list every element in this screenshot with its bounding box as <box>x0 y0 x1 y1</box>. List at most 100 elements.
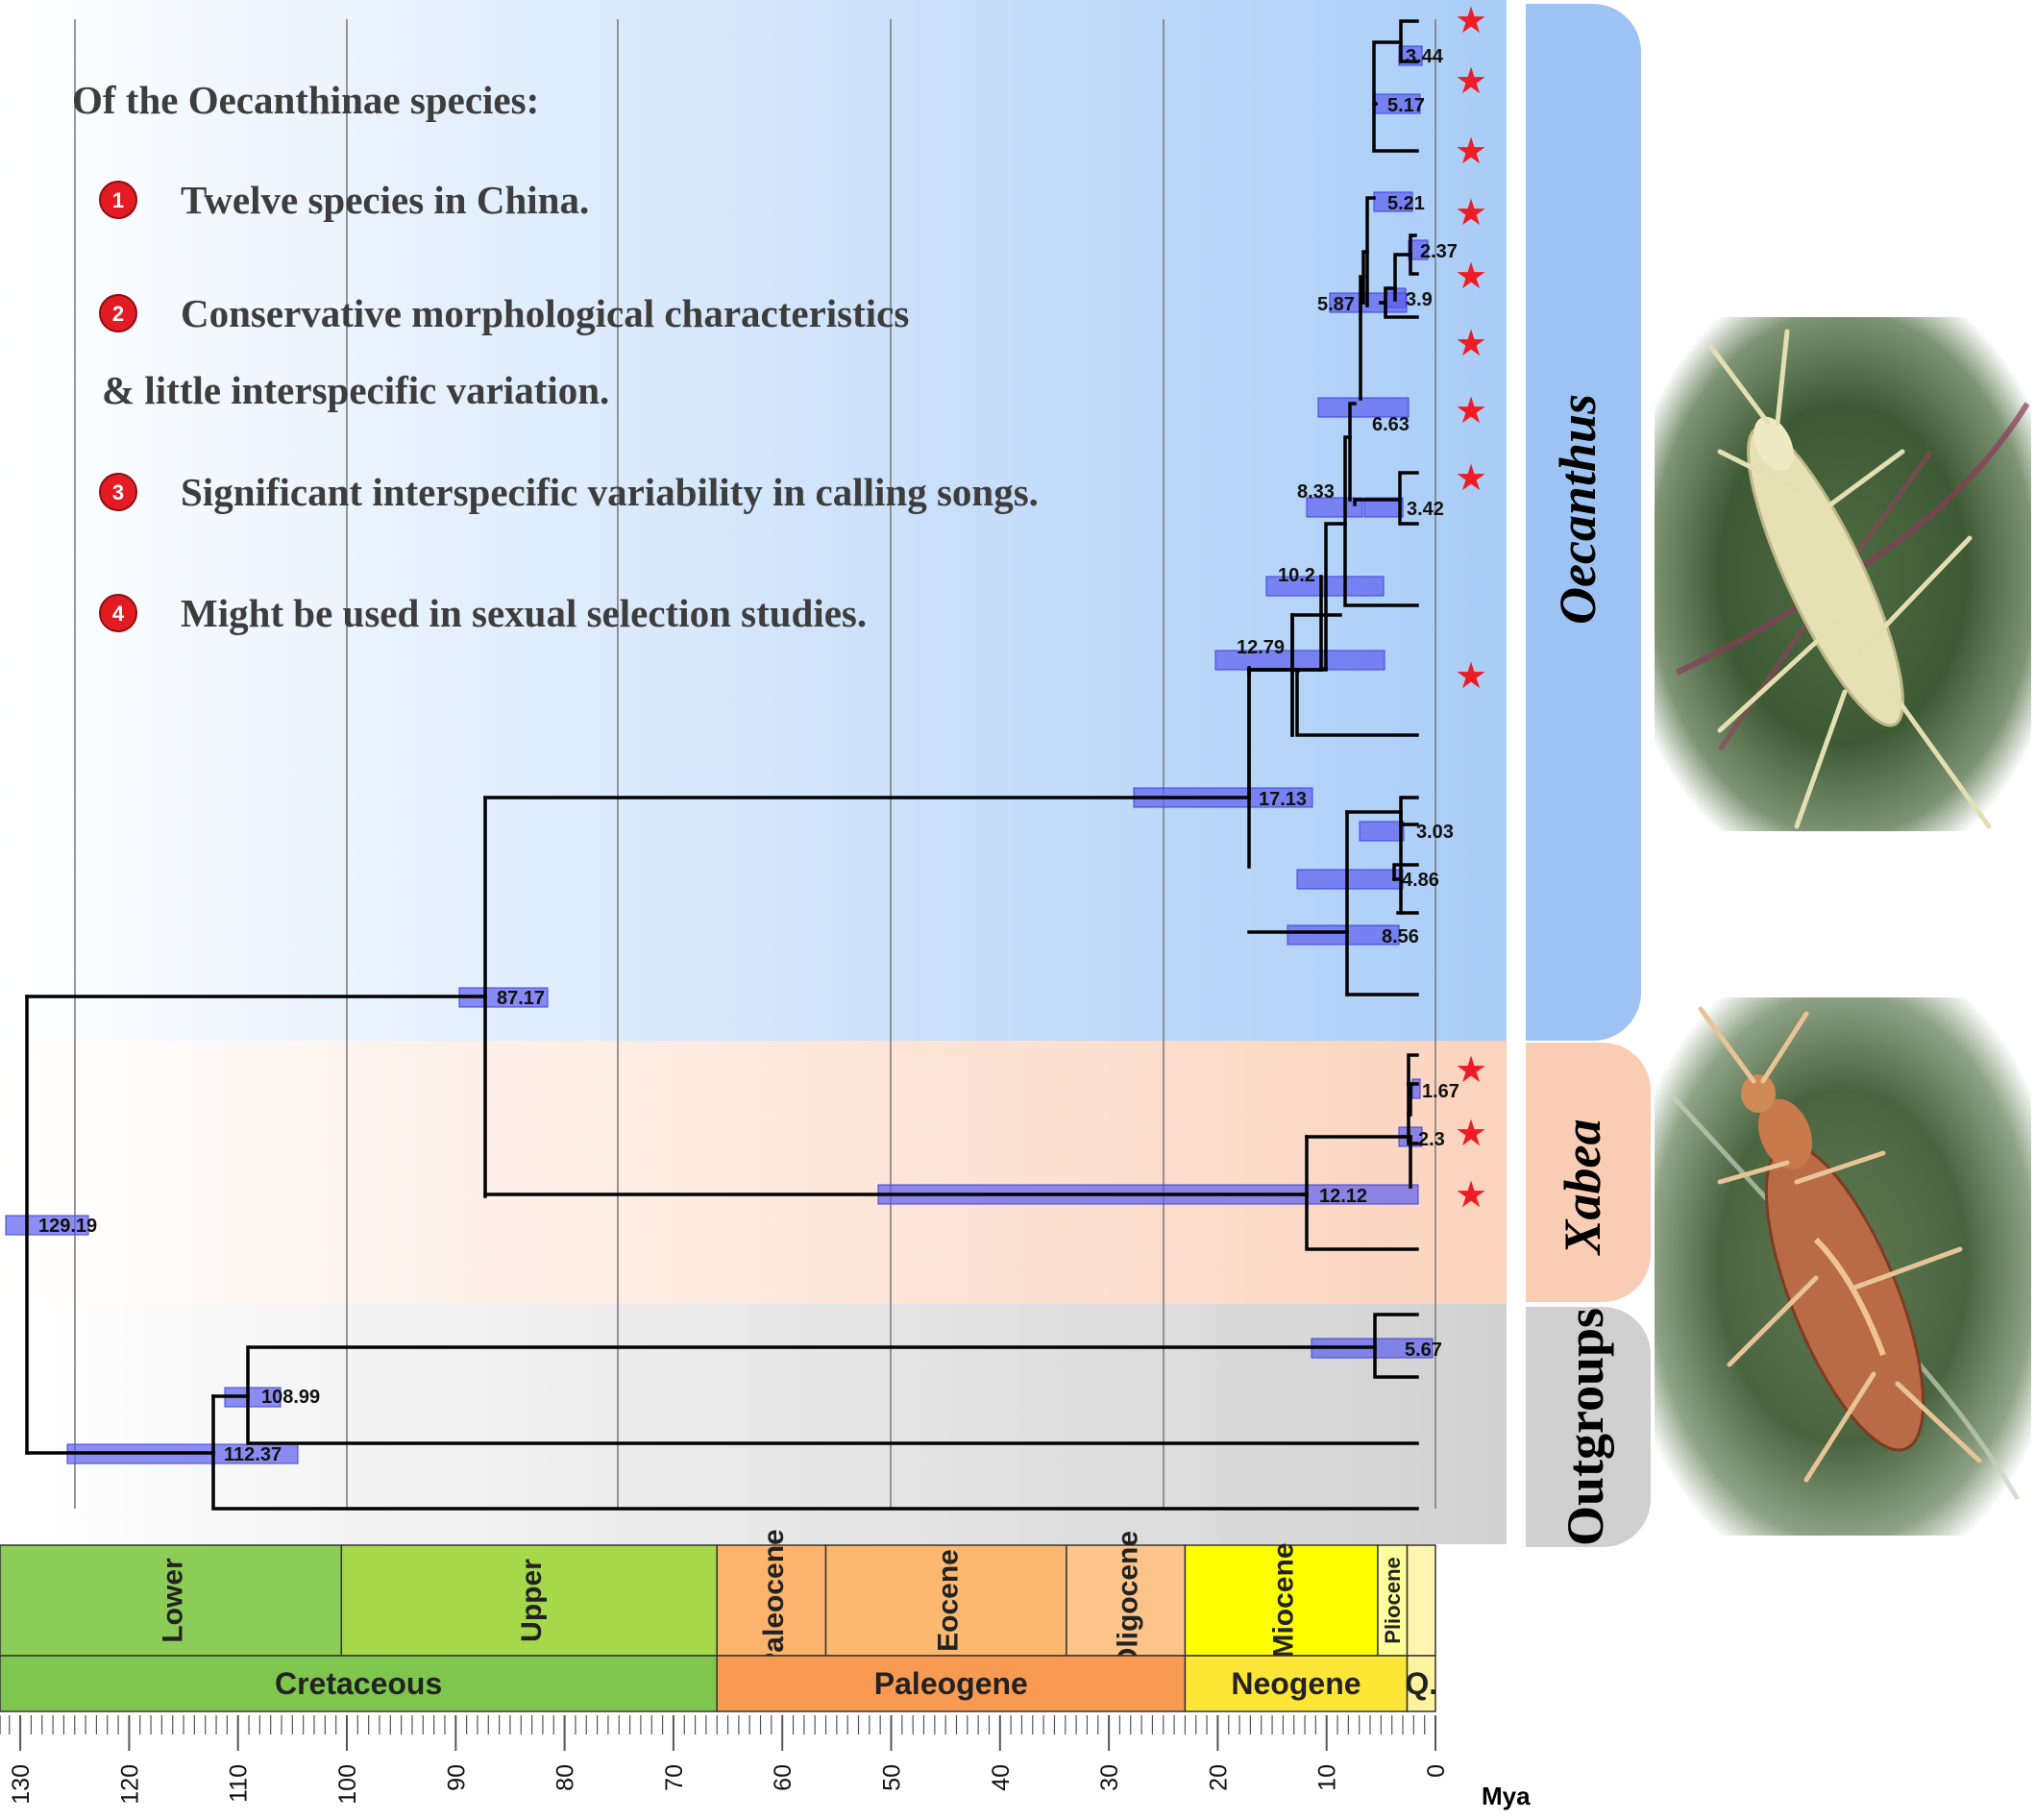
oecanthus-clade-bar <box>1526 4 1641 1041</box>
epoch-label-6: Pliocene <box>1381 1557 1405 1643</box>
period-label-3: Q. <box>1405 1666 1437 1701</box>
epoch-label-1: Upper <box>516 1559 548 1642</box>
node-age-3: 5.21 <box>1387 193 1425 214</box>
item-3-number: 3 <box>112 480 124 504</box>
node-age-12: 17.13 <box>1259 789 1307 810</box>
epoch-label-5: Miocene <box>1268 1542 1300 1658</box>
node-age-1: 3.44 <box>1406 46 1444 67</box>
period-label-2: Neogene <box>1231 1666 1361 1701</box>
node-age-15: 8.56 <box>1382 926 1419 947</box>
time-gridlines <box>74 19 1436 1509</box>
xabea-label: Xabea <box>1554 1119 1611 1257</box>
oecanthus-background <box>0 0 1507 1041</box>
star-icon: ★ <box>1455 132 1487 172</box>
node-age-7: 6.63 <box>1372 414 1410 435</box>
item-2-number: 2 <box>112 302 124 326</box>
xabea-photo <box>1655 997 2031 1536</box>
star-icon: ★ <box>1455 193 1487 234</box>
info-item-1: 1 Twelve species in China. <box>99 178 589 222</box>
epoch-cell <box>824 1544 1067 1657</box>
star-icon: ★ <box>1455 61 1487 102</box>
info-panel: Of the Oecanthinae species: 1 Twelve spe… <box>72 78 1039 635</box>
axis-tick-label-10: 100 <box>334 1764 361 1805</box>
node-age-4: 2.37 <box>1420 241 1458 262</box>
axis-tick-label-2: 20 <box>1205 1764 1232 1791</box>
info-item-2: 2 Conservative morphological characteris… <box>99 291 909 412</box>
period-cell <box>716 1655 1187 1712</box>
node-age-20: 129.19 <box>38 1216 97 1237</box>
period-cell <box>1184 1655 1409 1712</box>
axis-tick-label-8: 80 <box>552 1764 579 1791</box>
star-icon: ★ <box>1455 656 1487 697</box>
node-age-19: 12.12 <box>1319 1186 1367 1207</box>
node-age-6: 5.87 <box>1317 294 1355 315</box>
axis-unit-label: Mya <box>1482 1782 1531 1810</box>
geologic-timescale: Lower Upper Paleocene Eocene Oligocene Miocen… <box>0 1529 1450 1805</box>
info-item-4: 4 Might be used in sexual selection stud… <box>99 591 867 635</box>
axis-tick-label-4: 40 <box>988 1764 1015 1791</box>
item-3-text: Significant interspecific variability in… <box>181 470 1039 514</box>
axis-tick-label-7: 70 <box>661 1764 688 1791</box>
axis-tick-label-13: 130 <box>8 1764 35 1805</box>
star-icon: ★ <box>1455 324 1487 364</box>
item-1-text: Twelve species in China. <box>181 178 589 222</box>
axis-tick-label-12: 120 <box>116 1764 143 1805</box>
info-heading: Of the Oecanthinae species: <box>72 78 539 122</box>
node-age-16: 87.17 <box>497 988 545 1009</box>
axis-tick-label-9: 90 <box>443 1764 470 1791</box>
node-age-21: 5.67 <box>1405 1340 1442 1361</box>
node-age-13: 3.03 <box>1416 822 1454 843</box>
node-age-labels: 3.44 5.17 5.21 2.37 3.9 5.87 6.63 8.33 3… <box>38 46 1459 1465</box>
item-2-text-line-1: Conservative morphological characteristi… <box>181 291 909 335</box>
outgroups-clade-bar <box>1526 1307 1651 1547</box>
node-age-2: 5.17 <box>1387 95 1425 116</box>
node-age-17: 1.67 <box>1422 1081 1459 1102</box>
node-age-9: 3.42 <box>1407 499 1444 520</box>
node-age-23: 112.37 <box>224 1444 282 1465</box>
star-icon: ★ <box>1455 1114 1487 1154</box>
star-markers: ★ ★ ★ ★ ★ ★ ★ ★ ★ ★ ★ ★ <box>1455 1 1487 1216</box>
period-label-0: Cretaceous <box>275 1666 442 1701</box>
epoch-cell <box>0 1544 343 1657</box>
epoch-label-3: Eocene <box>933 1549 965 1652</box>
epoch-cell <box>1406 1544 1436 1657</box>
node-age-11: 12.79 <box>1237 637 1285 658</box>
star-icon: ★ <box>1455 257 1487 297</box>
epoch-cell <box>340 1544 718 1657</box>
star-icon: ★ <box>1455 1 1487 41</box>
axis-tick-label-3: 30 <box>1096 1764 1123 1791</box>
outgroups-label: Outgroups <box>1557 1308 1614 1546</box>
info-item-3: 3 Significant interspecific variability … <box>99 470 1039 514</box>
axis-tick-label-6: 60 <box>770 1764 797 1791</box>
epoch-cell <box>716 1544 827 1657</box>
axis-tick-label-11: 110 <box>226 1764 253 1803</box>
period-cell <box>1406 1655 1436 1712</box>
xabea-clade-bar <box>1526 1043 1651 1302</box>
epoch-label-4: Oligocene <box>1113 1531 1144 1670</box>
item-2-text-line-2: & little interspecific variation. <box>102 368 609 412</box>
epoch-label-2: Paleocene <box>758 1529 790 1671</box>
clade-labels: Oecanthus Xabea Outgroups <box>1549 394 1614 1546</box>
axis-tick-label-5: 50 <box>879 1764 906 1791</box>
node-age-10: 10.2 <box>1278 565 1315 586</box>
xabea-background <box>0 1041 1507 1304</box>
axis-tick-label-1: 10 <box>1314 1764 1341 1791</box>
node-age-18: 2.3 <box>1418 1129 1445 1150</box>
item-1-number: 1 <box>112 188 124 212</box>
outgroups-background <box>0 1304 1507 1544</box>
star-icon: ★ <box>1455 391 1487 431</box>
period-label-1: Paleogene <box>874 1666 1028 1701</box>
item-4-number: 4 <box>112 602 125 626</box>
star-icon: ★ <box>1455 1050 1487 1091</box>
oecanthus-label: Oecanthus <box>1549 394 1606 625</box>
node-age-8: 8.33 <box>1297 481 1335 503</box>
axis-tick-label-0: 0 <box>1423 1764 1450 1778</box>
node-age-14: 4.86 <box>1402 870 1439 891</box>
star-icon: ★ <box>1455 1175 1487 1216</box>
oecanthus-photo <box>1655 317 2031 831</box>
tree-branches <box>25 19 1419 1511</box>
epoch-label-0: Lower <box>158 1558 189 1643</box>
node-age-22: 108.99 <box>261 1387 320 1408</box>
